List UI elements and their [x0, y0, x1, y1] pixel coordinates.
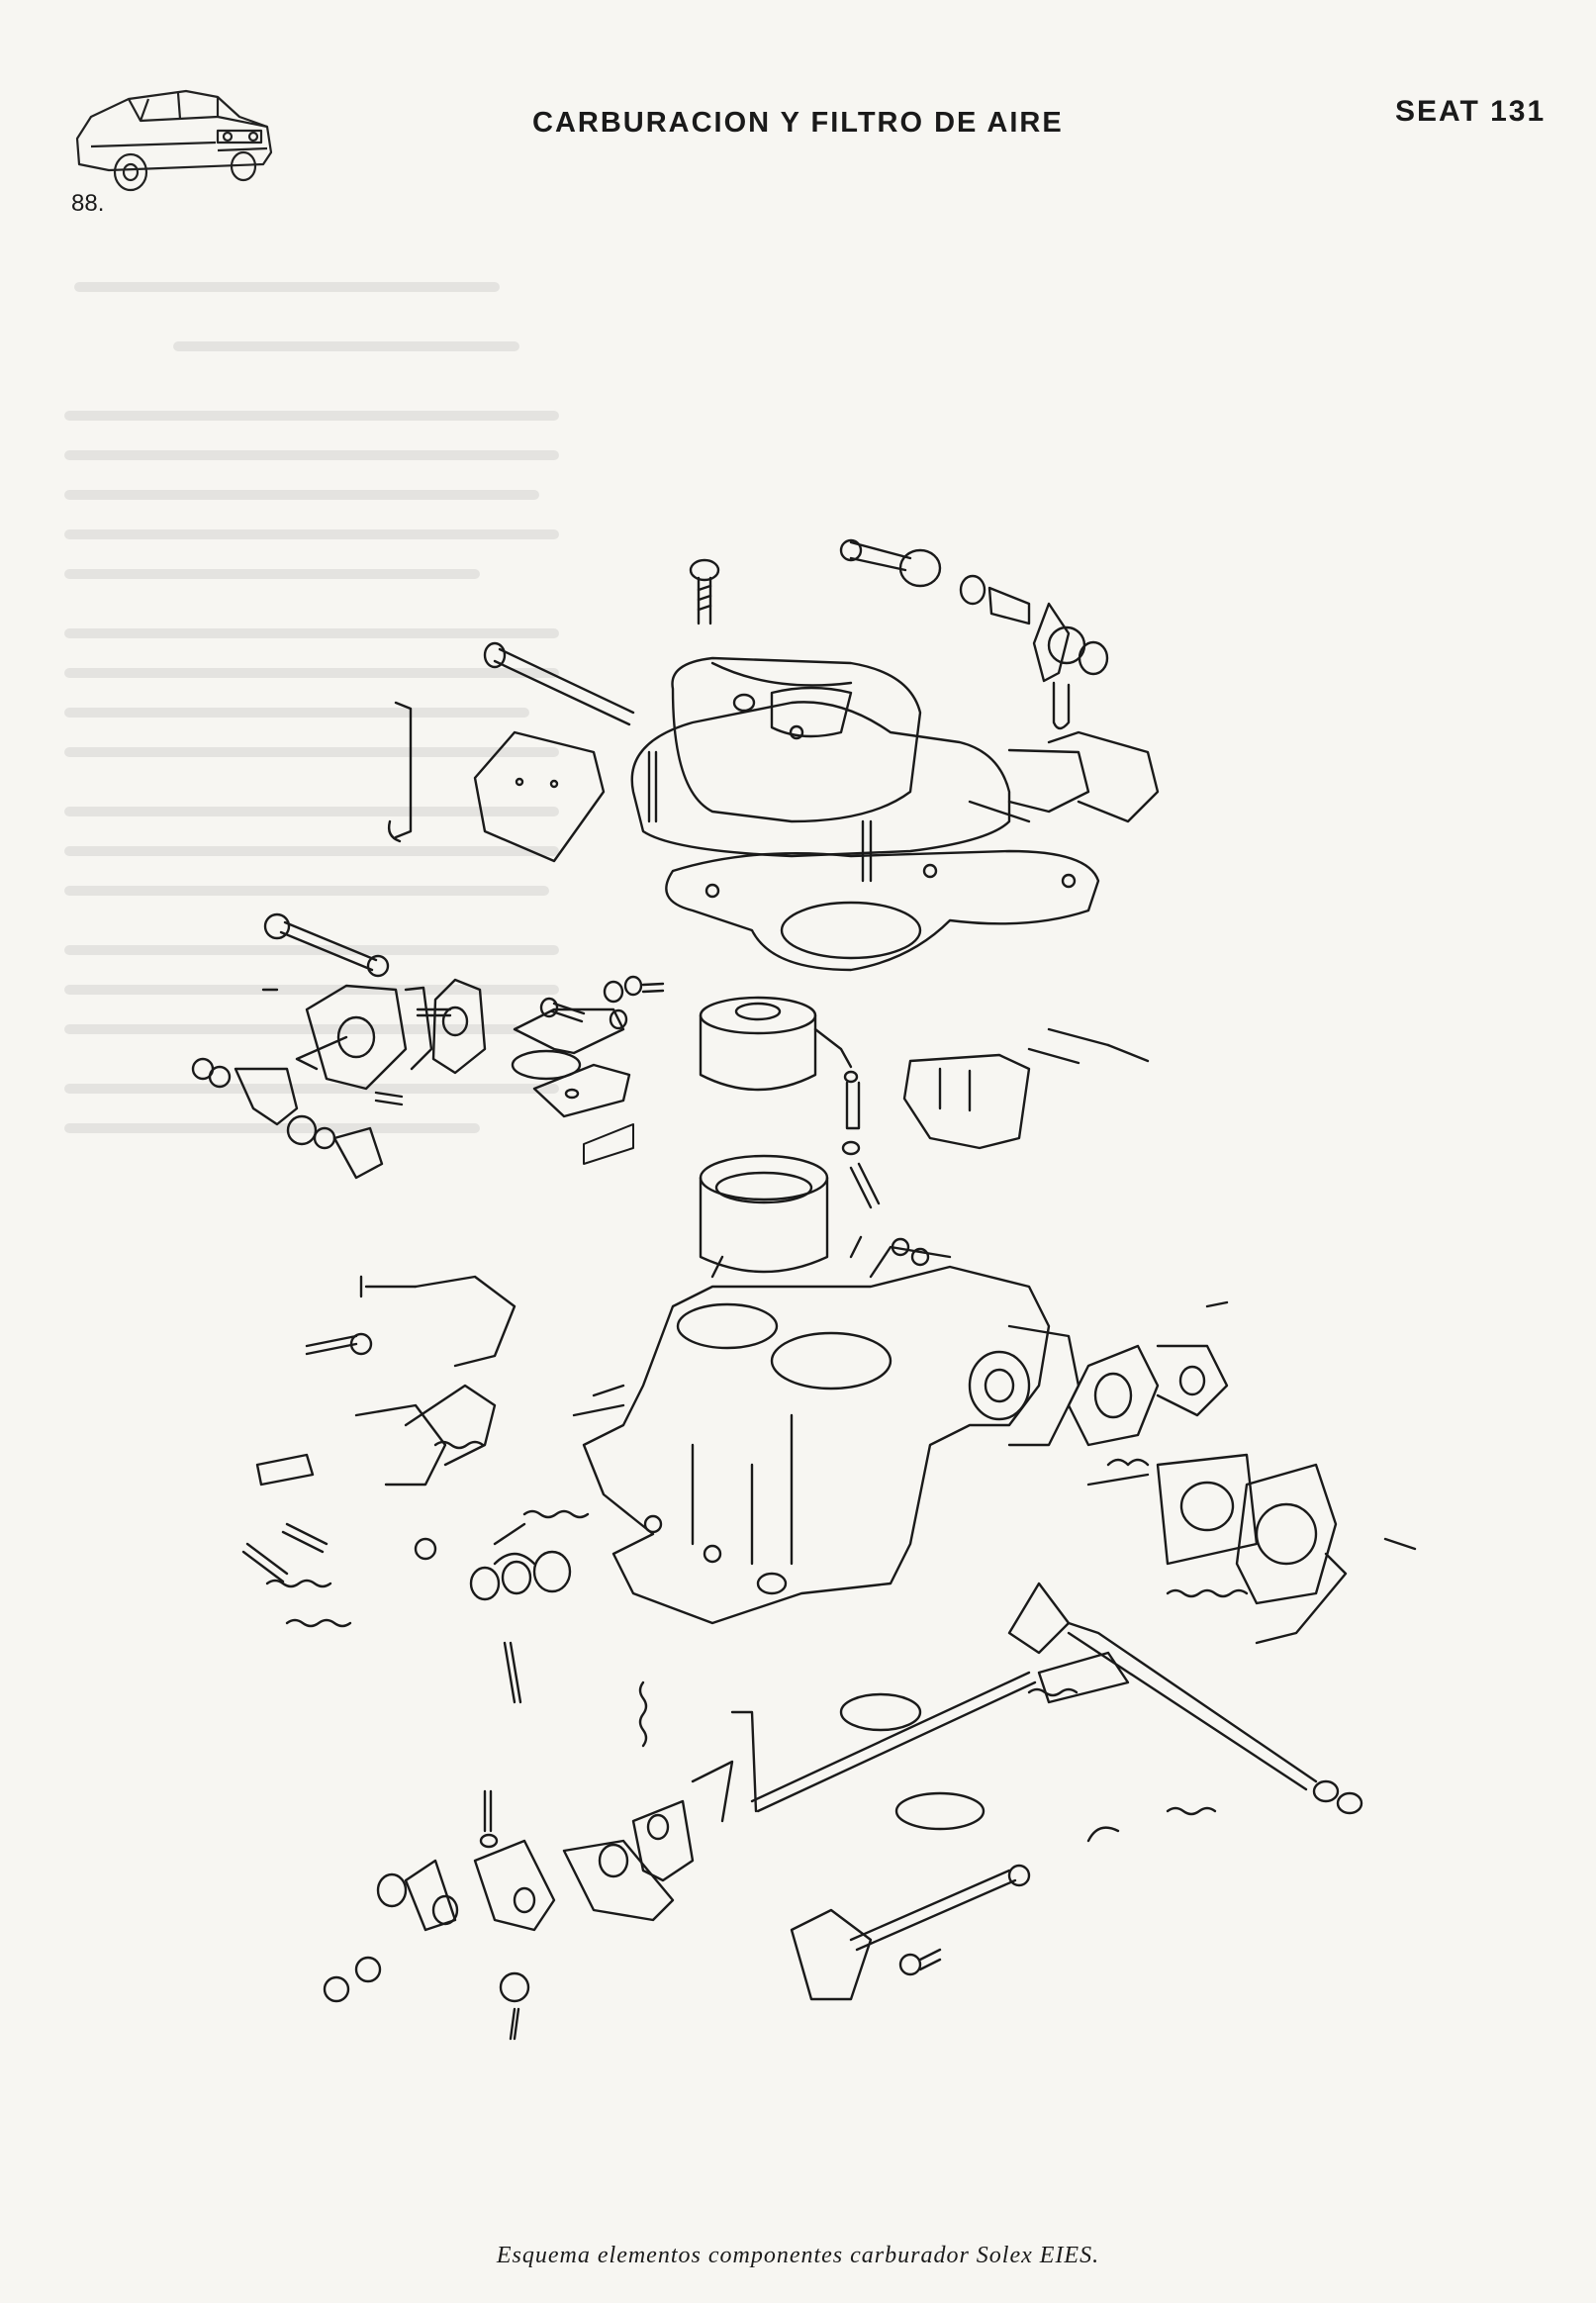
- air-filter-pad-part: [902, 1027, 1150, 1150]
- top-screw-part: [689, 558, 720, 625]
- carburetor-body-part: [572, 1162, 1080, 1625]
- chapter-title: CARBURACION Y FILTRO DE AIRE: [532, 107, 1064, 139]
- figure-caption: Esquema elementos componentes carburador…: [496, 2243, 1100, 2268]
- car-model: SEAT 131: [1395, 95, 1547, 128]
- fuel-inlet-fitting-part: [839, 538, 1109, 730]
- page-number: 88.: [71, 190, 105, 217]
- choke-diaphragm-part: [1067, 1300, 1417, 1645]
- car-illustration-icon: [75, 89, 273, 192]
- float-part: [511, 1008, 634, 1165]
- accelerator-pump-part: [261, 912, 487, 1106]
- venturi-lower-part: [699, 1154, 829, 1274]
- small-fasteners-part: [191, 975, 665, 1180]
- carburetor-cover-part: [630, 656, 1160, 883]
- bleed-through-text: [64, 282, 559, 1133]
- throttle-shaft-part: [750, 1582, 1363, 1831]
- linkage-parts: [241, 1275, 572, 1704]
- venturi-upper-part: [699, 996, 861, 1156]
- springs-part: [265, 1440, 1249, 1816]
- cover-gasket-part: [665, 849, 1100, 972]
- carburetor-exploded-diagram: [191, 538, 1417, 2041]
- bottom-linkage-part: [323, 1680, 758, 2041]
- lower-right-lever-part: [790, 1826, 1120, 2001]
- choke-plate-part: [387, 641, 635, 863]
